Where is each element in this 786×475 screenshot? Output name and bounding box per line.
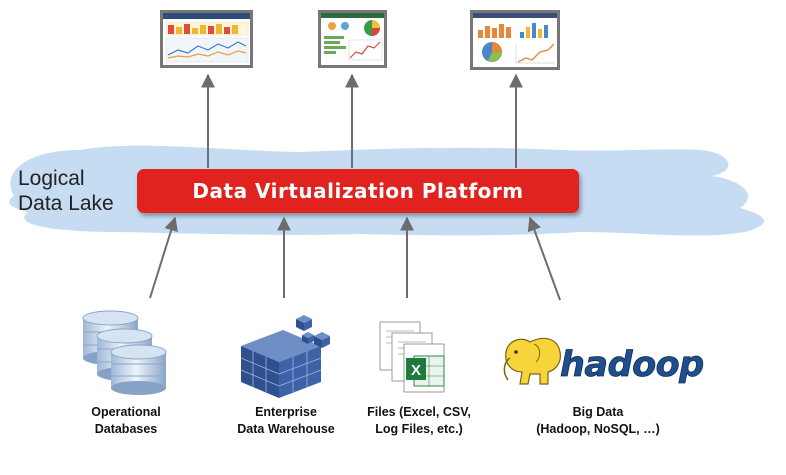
excel-mark: X [411, 362, 421, 379]
hadoop-logo: hadoop [503, 337, 705, 385]
source-label-enterprise-data-warehouse: Enterprise Data Warehouse [224, 404, 348, 438]
dashboard-thumbnail-3 [470, 10, 560, 70]
files-excel-icon: X [379, 321, 445, 393]
source-label-files: Files (Excel, CSV, Log Files, etc.) [354, 404, 484, 438]
logical-data-lake-label: Logical Data Lake [18, 166, 114, 216]
source-label-big-data: Big Data (Hadoop, NoSQL, …) [528, 404, 668, 438]
source-label-line-1: Enterprise [255, 405, 317, 419]
dashboard-thumbnail-1 [160, 10, 253, 68]
data-virtualization-platform-box: Data Virtualization Platform [137, 169, 579, 213]
source-label-line-2: (Hadoop, NoSQL, …) [536, 422, 660, 436]
arrow-from-databases [149, 216, 178, 299]
dashboard-thumbnail-2 [318, 10, 387, 68]
source-label-line-1: Operational [91, 405, 161, 419]
source-label-line-1: Big Data [572, 405, 624, 419]
source-label-line-2: Log Files, etc.) [375, 422, 463, 436]
source-label-line-2: Data Warehouse [237, 422, 335, 436]
hadoop-wordmark: hadoop [560, 345, 704, 385]
lake-label-line-1: Logical [18, 167, 85, 190]
platform-label: Data Virtualization Platform [192, 179, 524, 203]
data-cube-icon [240, 315, 330, 398]
lake-label-line-2: Data Lake [18, 192, 114, 215]
source-label-line-2: Databases [94, 422, 158, 436]
database-stack-icon [82, 310, 167, 395]
source-label-line-1: Files (Excel, CSV, [367, 405, 471, 419]
source-label-operational-databases: Operational Databases [66, 404, 186, 438]
arrow-from-bigdata [527, 216, 561, 301]
